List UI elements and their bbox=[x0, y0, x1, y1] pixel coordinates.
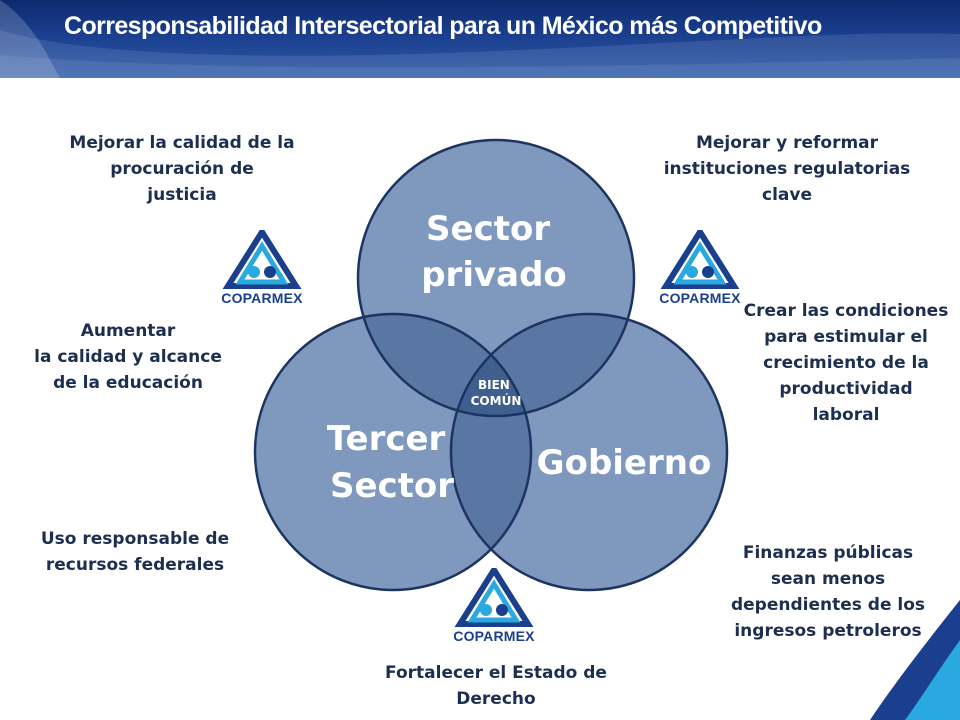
label-mid-left: Aumentar la calidad y alcance de la educ… bbox=[34, 321, 222, 393]
coparmex-logo-left: COPARMEX bbox=[214, 230, 310, 314]
svg-text:Sector privado: Sector privado bbox=[421, 209, 567, 295]
circle-label-line: Gobierno bbox=[537, 443, 712, 483]
circle-label-line: Sector bbox=[426, 209, 550, 249]
circle-label-line: privado bbox=[421, 255, 567, 295]
center-label-line: COMÚN bbox=[471, 393, 522, 408]
coparmex-logo-bottom: COPARMEX bbox=[446, 568, 542, 652]
coparmex-logo-right: COPARMEX bbox=[652, 230, 748, 314]
page-title: Corresponsabilidad Intersectorial para u… bbox=[64, 12, 822, 40]
coparmex-logo-text: COPARMEX bbox=[221, 290, 303, 306]
svg-text:BIEN COMÚN: BIEN COMÚN bbox=[471, 378, 522, 408]
overlap-privado-tercer bbox=[358, 314, 531, 416]
svg-text:Gobierno: Gobierno bbox=[537, 443, 712, 483]
label-bottom-right: Finanzas públicas sean menos dependiente… bbox=[730, 543, 926, 641]
coparmex-logo-text: COPARMEX bbox=[453, 628, 535, 644]
circle-label-line: Tercer bbox=[327, 419, 446, 459]
coparmex-emblem-icon bbox=[222, 230, 302, 289]
circle-label-line: Sector bbox=[330, 466, 454, 506]
overlap-privado-gobierno bbox=[451, 314, 634, 416]
svg-text:Tercer Sector: Tercer Sector bbox=[327, 419, 457, 506]
label-top-right: Mejorar y reformar instituciones regulat… bbox=[663, 133, 911, 205]
coparmex-logo-text: COPARMEX bbox=[659, 290, 741, 306]
coparmex-emblem-icon bbox=[660, 230, 740, 289]
label-bottom-left: Uso responsable de recursos federales bbox=[40, 529, 230, 575]
header-banner: Corresponsabilidad Intersectorial para u… bbox=[0, 0, 960, 78]
label-top-left: Mejorar la calidad de la procuración de … bbox=[69, 133, 295, 205]
label-mid-right: Crear las condiciones para estimular el … bbox=[743, 301, 949, 425]
center-label-line: BIEN bbox=[478, 378, 510, 392]
header-wave-decoration bbox=[0, 0, 960, 78]
label-bottom-center: Fortalecer el Estado de Derecho bbox=[385, 663, 607, 709]
coparmex-emblem-icon bbox=[454, 568, 534, 627]
